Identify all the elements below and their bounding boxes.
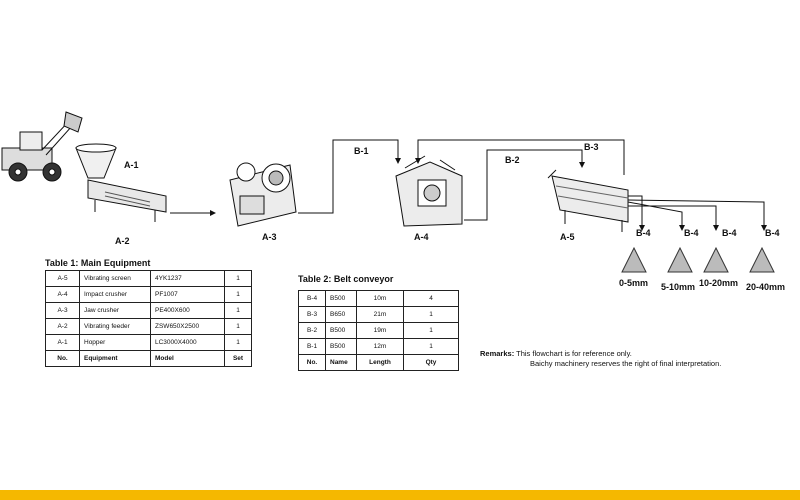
table-cell: B500 — [325, 290, 357, 307]
table-cell: B-4 — [298, 290, 326, 307]
table-cell: 12m — [356, 338, 404, 355]
hopper-icon — [75, 143, 117, 179]
vibrating-feeder-icon — [87, 179, 167, 222]
table2-caption: Table 2: Belt conveyor — [298, 274, 394, 284]
table-header-cell: No. — [45, 350, 80, 367]
main-equipment-table: A-5 Vibrating screen 4YK1237 1 A-4 Impac… — [45, 270, 252, 367]
label-a4: A-4 — [414, 232, 429, 242]
table-cell: 1 — [403, 306, 459, 323]
table-cell: Impact crusher — [79, 286, 151, 303]
label-a1: A-1 — [124, 160, 139, 170]
table-cell: A-5 — [45, 270, 80, 287]
table-row: A-1 Hopper LC3000X4000 1 — [45, 334, 252, 351]
vibrating-screen-icon — [547, 169, 629, 232]
remarks-line-1: Remarks: This flowchart is for reference… — [480, 349, 721, 359]
size-label-3: 10-20mm — [699, 278, 738, 288]
table-header-cell: Set — [224, 350, 252, 367]
table-cell: 10m — [356, 290, 404, 307]
table-cell: PE400X600 — [150, 302, 225, 319]
table-cell: A-2 — [45, 318, 80, 335]
bottom-accent-bar — [0, 490, 800, 500]
label-b4-4: B-4 — [765, 228, 780, 238]
belt-conveyor-table: B-4 B500 10m 4 B-3 B650 21m 1 B-2 B500 1… — [298, 290, 459, 371]
conveyor-b1-line — [298, 139, 401, 214]
table-row: B-1 B500 12m 1 — [298, 338, 459, 355]
stockpile-10-20mm-icon — [703, 246, 729, 273]
table-row: A-3 Jaw crusher PE400X600 1 — [45, 302, 252, 319]
label-a5: A-5 — [560, 232, 575, 242]
table-cell: B-2 — [298, 322, 326, 339]
size-label-1: 0-5mm — [619, 278, 648, 288]
label-b2: B-2 — [505, 155, 520, 165]
table-cell: Hopper — [79, 334, 151, 351]
table-cell: 1 — [224, 318, 252, 335]
table-row: B-2 B500 19m 1 — [298, 322, 459, 339]
table-cell: A-3 — [45, 302, 80, 319]
jaw-crusher-icon — [229, 162, 297, 227]
conveyor-b2-line — [464, 149, 585, 221]
impact-crusher-icon — [395, 155, 463, 227]
table-header-cell: Equipment — [79, 350, 151, 367]
table-row: A-5 Vibrating screen 4YK1237 1 — [45, 270, 252, 287]
table-cell: 19m — [356, 322, 404, 339]
table-cell: B-3 — [298, 306, 326, 323]
table-cell: Vibrating feeder — [79, 318, 151, 335]
table-row: A-4 Impact crusher PF1007 1 — [45, 286, 252, 303]
table-cell: ZSW650X2500 — [150, 318, 225, 335]
label-b4-2: B-4 — [684, 228, 699, 238]
table-cell: 1 — [224, 286, 252, 303]
table-cell: 21m — [356, 306, 404, 323]
table-header-row: No. Equipment Model Set — [45, 350, 252, 367]
table-header-cell: Length — [356, 354, 404, 371]
table-header-cell: Model — [150, 350, 225, 367]
size-label-2: 5-10mm — [661, 282, 695, 292]
table-cell: 4 — [403, 290, 459, 307]
table-cell: B-1 — [298, 338, 326, 355]
table-cell: 1 — [224, 302, 252, 319]
table-cell: LC3000X4000 — [150, 334, 225, 351]
table-cell: 4YK1237 — [150, 270, 225, 287]
table-header-cell: No. — [298, 354, 326, 371]
output-lines — [627, 195, 767, 231]
remarks-label: Remarks: — [480, 349, 515, 358]
table-row: B-4 B500 10m 4 — [298, 290, 459, 307]
remarks-line-2: Baichy machinery reserves the right of f… — [530, 359, 722, 368]
stockpile-20-40mm-icon — [749, 246, 775, 273]
stockpile-5-10mm-icon — [667, 246, 693, 273]
table-cell: 1 — [403, 322, 459, 339]
table-row: A-2 Vibrating feeder ZSW650X2500 1 — [45, 318, 252, 335]
table-cell: 1 — [224, 334, 252, 351]
conveyor-b3-line — [415, 139, 625, 175]
label-b4-3: B-4 — [722, 228, 737, 238]
table-cell: A-4 — [45, 286, 80, 303]
size-label-4: 20-40mm — [746, 282, 785, 292]
label-b4-1: B-4 — [636, 228, 651, 238]
table-cell: B650 — [325, 306, 357, 323]
table-cell: 1 — [224, 270, 252, 287]
table-cell: Jaw crusher — [79, 302, 151, 319]
table-header-cell: Qty — [403, 354, 459, 371]
label-a2: A-2 — [115, 236, 130, 246]
table-cell: B500 — [325, 338, 357, 355]
remarks-note: Remarks: This flowchart is for reference… — [480, 349, 721, 369]
table-cell: 1 — [403, 338, 459, 355]
remarks-text-1: This flowchart is for reference only. — [516, 349, 632, 358]
table-cell: A-1 — [45, 334, 80, 351]
table-row: B-3 B650 21m 1 — [298, 306, 459, 323]
table1-caption: Table 1: Main Equipment — [45, 258, 151, 268]
table-cell: B500 — [325, 322, 357, 339]
wheel-loader-icon — [1, 111, 83, 182]
table-cell: PF1007 — [150, 286, 225, 303]
table-cell: Vibrating screen — [79, 270, 151, 287]
table-header-row: No. Name Length Qty — [298, 354, 459, 371]
table-header-cell: Name — [325, 354, 357, 371]
label-b1: B-1 — [354, 146, 369, 156]
label-b3: B-3 — [584, 142, 599, 152]
label-a3: A-3 — [262, 232, 277, 242]
stockpile-0-5mm-icon — [621, 246, 647, 273]
